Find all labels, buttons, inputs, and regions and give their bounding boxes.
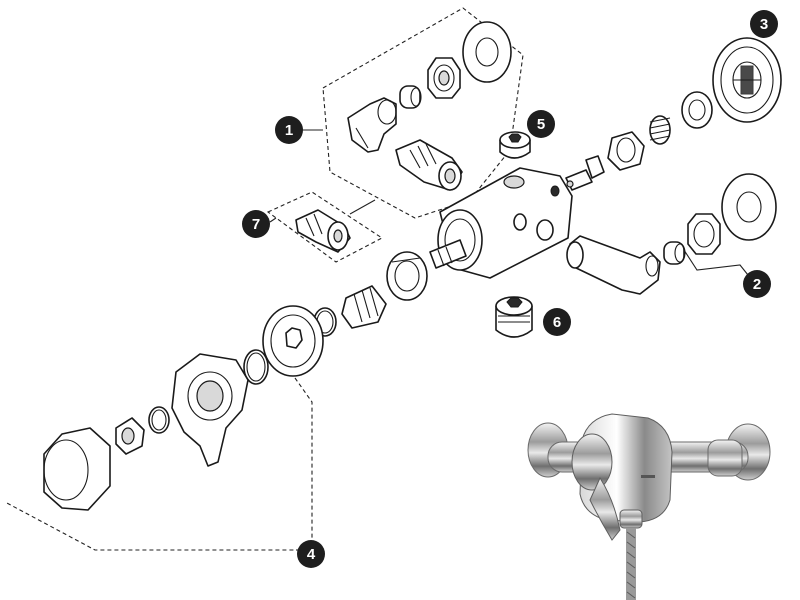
part-elbow-1 xyxy=(347,97,397,153)
part-control-cap xyxy=(43,427,111,511)
photo-hose-texture xyxy=(626,531,636,599)
part-stem xyxy=(565,169,593,191)
callout-1-label: 1 xyxy=(285,122,293,139)
part-olive-2 xyxy=(663,241,686,265)
callout-7-label: 7 xyxy=(252,216,260,233)
callout-5-label: 5 xyxy=(537,116,545,133)
callout-4: 4 xyxy=(297,540,325,568)
photo-lever xyxy=(589,476,621,541)
photo-right-fitting xyxy=(707,439,743,477)
part-compression-nut-2 xyxy=(687,213,721,255)
part-threaded-insert xyxy=(341,285,387,329)
part-spring xyxy=(649,115,671,145)
part-plug-6 xyxy=(495,296,533,338)
part-backplate xyxy=(262,305,324,377)
leader-7 xyxy=(269,217,277,223)
product-photo xyxy=(527,413,771,600)
callout-2: 2 xyxy=(743,270,771,298)
photo-outlet xyxy=(619,509,643,529)
part-inlet-connector-1 xyxy=(395,139,463,191)
part-o-ring-medium xyxy=(243,349,269,385)
leader-7-to-1 xyxy=(349,199,376,215)
callout-6: 6 xyxy=(543,308,571,336)
group-7-outline xyxy=(266,191,384,263)
part-spindle xyxy=(429,239,467,269)
part-wall-flange-1 xyxy=(462,21,512,83)
callout-1: 1 xyxy=(275,116,303,144)
part-wall-flange-2 xyxy=(721,173,777,241)
photo-brand-mark-icon xyxy=(641,475,655,478)
part-cartridge-nut xyxy=(386,251,428,301)
part-washer-small xyxy=(585,155,605,179)
part-lever-handle xyxy=(171,353,249,467)
group-1-outline xyxy=(322,7,524,219)
callout-6-label: 6 xyxy=(553,314,561,331)
part-o-ring-small xyxy=(148,406,170,434)
callout-5: 5 xyxy=(527,110,555,138)
part-connector-7 xyxy=(295,209,351,253)
part-3-cap xyxy=(712,37,782,123)
callout-3: 3 xyxy=(750,10,778,38)
part-compression-nut-1 xyxy=(427,57,461,99)
callout-4-label: 4 xyxy=(307,546,316,563)
part-plug-5 xyxy=(499,131,531,159)
part-retaining-nut xyxy=(681,91,713,129)
part-olive-1 xyxy=(399,85,422,109)
part-elbow-2 xyxy=(566,235,661,295)
leader-2 xyxy=(683,249,753,281)
part-seat-housing xyxy=(607,131,645,171)
callout-7: 7 xyxy=(242,210,270,238)
callout-2-label: 2 xyxy=(753,276,761,293)
part-adaptor xyxy=(115,417,145,455)
callout-3-label: 3 xyxy=(760,16,768,33)
photo-control-cap xyxy=(571,433,613,491)
